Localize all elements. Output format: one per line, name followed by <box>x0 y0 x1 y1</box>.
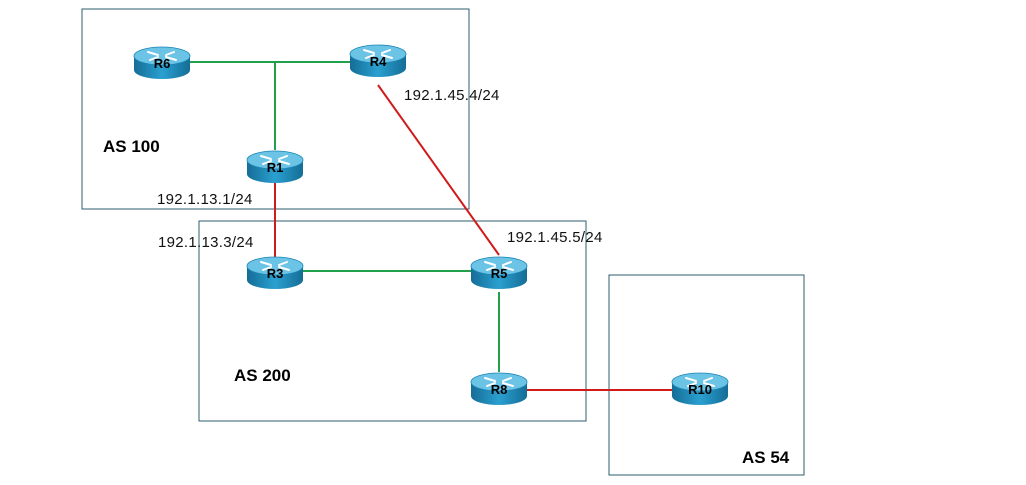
ip-label-r1: 192.1.13.1/24 <box>157 191 253 208</box>
as100-label: AS 100 <box>103 137 160 156</box>
ip-label-r3: 192.1.13.3/24 <box>158 234 254 251</box>
router-r6-label: R6 <box>154 56 171 71</box>
router-r5[interactable]: R5 <box>470 256 528 290</box>
router-r8-label: R8 <box>491 382 508 397</box>
router-r3[interactable]: R3 <box>246 256 304 290</box>
as54-box <box>608 274 805 476</box>
router-r1-label: R1 <box>267 160 284 175</box>
router-r10[interactable]: R10 <box>671 372 729 406</box>
as200-label: AS 200 <box>234 366 291 385</box>
ip-label-r5: 192.1.45.5/24 <box>507 229 603 246</box>
link-r4-r5 <box>377 84 500 256</box>
router-r4-label: R4 <box>370 54 387 69</box>
router-r4[interactable]: R4 <box>349 44 407 78</box>
router-r5-label: R5 <box>491 266 508 281</box>
as200-box <box>198 220 587 422</box>
as54-label: AS 54 <box>742 448 790 467</box>
router-r6[interactable]: R6 <box>133 46 191 80</box>
router-r10-label: R10 <box>688 382 712 397</box>
ip-label-r4: 192.1.45.4/24 <box>404 87 500 104</box>
router-r3-label: R3 <box>267 266 284 281</box>
router-r8[interactable]: R8 <box>470 372 528 406</box>
router-r1[interactable]: R1 <box>246 150 304 184</box>
